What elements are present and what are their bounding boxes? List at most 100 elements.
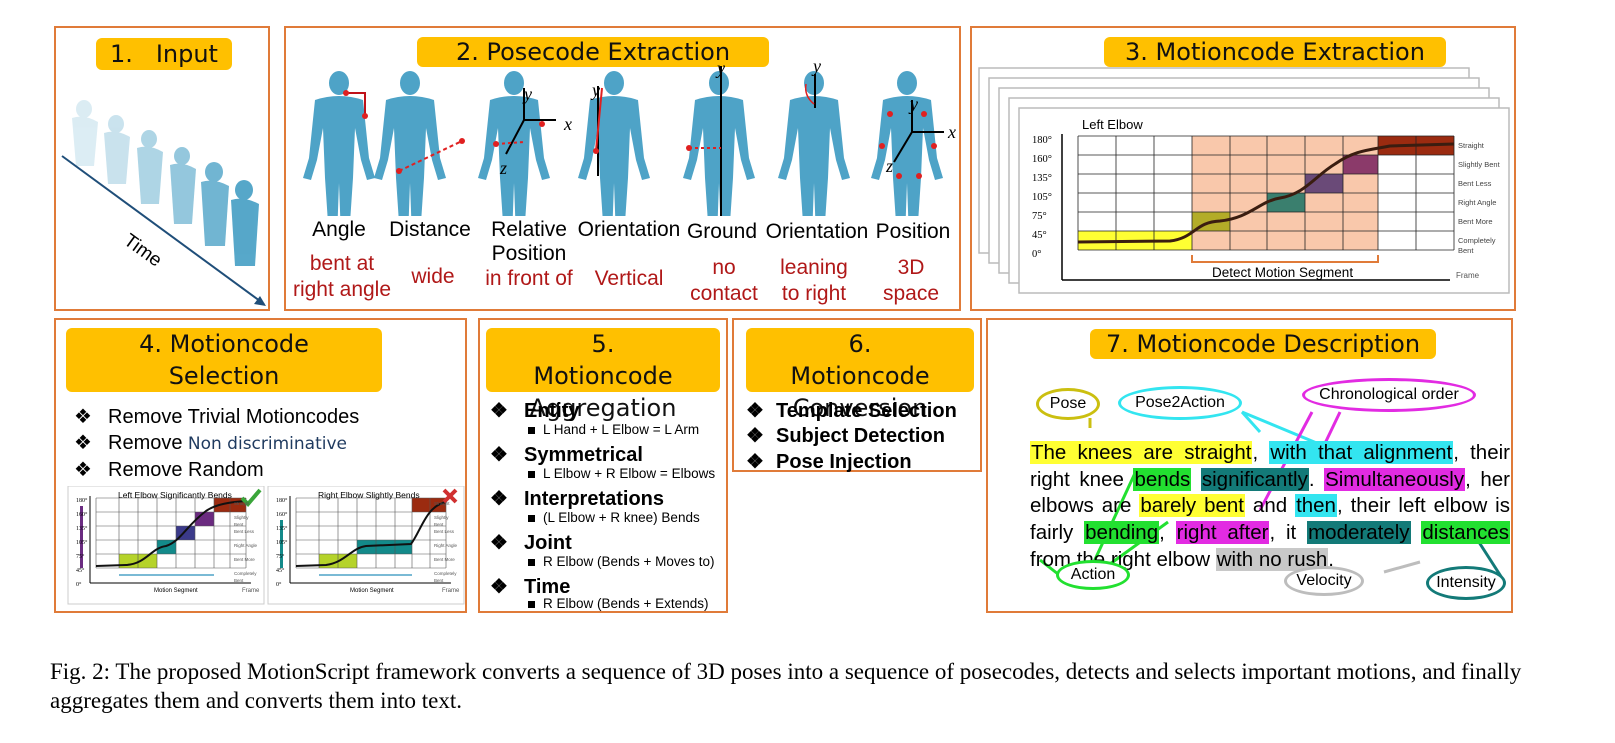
posecode-value-angle: bent at right angle <box>290 251 394 304</box>
aggregation-joint: ❖Joint <box>490 530 572 555</box>
pose-figures <box>284 26 961 216</box>
highlighted-phrase: right after <box>1176 521 1270 544</box>
mini-segment-label: Motion Segment <box>350 588 394 594</box>
highlighted-phrase: bending <box>1084 521 1159 544</box>
conversion-item: ❖Subject Detection <box>746 423 945 448</box>
aggregation-time-detail: R Elbow (Bends + Extends) <box>528 596 708 611</box>
body-ground-icon <box>683 71 755 216</box>
axis-z-label: z <box>886 156 893 177</box>
state-label: Straight <box>1458 141 1508 160</box>
mini-right-title: Right Elbow Slightly Bends <box>318 490 420 500</box>
x-axis-label: Frame <box>1456 271 1479 280</box>
posecode-value-leaning: leaning to right <box>774 255 854 308</box>
aggregation-entity: ❖Entity <box>490 398 580 423</box>
description-text: and <box>1245 494 1295 517</box>
y-tick: 0° <box>1032 245 1052 264</box>
aggregation-symmetrical: ❖Symmetrical <box>490 442 643 467</box>
selection-mini-charts <box>66 486 479 616</box>
axis-y-label: y <box>524 84 532 105</box>
highlighted-phrase: then <box>1295 494 1337 517</box>
pose-frame-5 <box>201 162 229 246</box>
y-tick: 105° <box>1032 188 1052 207</box>
description-text <box>1191 468 1201 491</box>
state-label: Right Angle <box>1458 198 1508 217</box>
panel-title: 6. Motioncode Conversion <box>746 328 974 392</box>
pose-frame-4 <box>170 147 196 224</box>
mini-right-state-labels: Straight Slightly Bent Bent Less Right A… <box>434 500 458 584</box>
oval-chronological-order: Chronological order <box>1302 378 1476 412</box>
axis-z-label: z <box>500 158 507 179</box>
panel-title: 5. Motioncode Aggregation <box>486 328 720 392</box>
posecode-value-distance: wide <box>398 264 468 290</box>
panel-motioncode-aggregation: 5. Motioncode Aggregation ❖Entity L Hand… <box>478 318 728 613</box>
posecode-label-orientation: Orientation <box>762 220 872 244</box>
axis-x-label: x <box>564 114 572 135</box>
body-orientation-icon <box>578 71 650 216</box>
state-label: Slightly Bent <box>1458 160 1508 179</box>
posecode-label-angle: Angle <box>304 218 374 242</box>
description-text <box>1411 521 1422 544</box>
pose-frame-3 <box>137 130 163 204</box>
y-tick-labels: 180° 160° 135° 105° 75° 45° 0° <box>1032 131 1052 264</box>
posecode-label-ground: Ground <box>682 220 762 244</box>
highlighted-phrase: moderately <box>1307 521 1410 544</box>
description-paragraph: The knees are straight, with that alignm… <box>1030 440 1510 574</box>
aggregation-entity-detail: L Hand + L Elbow = L Arm <box>528 422 699 437</box>
description-text: , <box>1159 521 1176 544</box>
panel-motioncode-selection: 4. Motioncode Selection ❖Remove Trivial … <box>54 318 467 613</box>
highlighted-phrase: distances <box>1421 521 1510 544</box>
mini-left-state-labels: Straight Slightly Bent Bent Less Right A… <box>234 500 258 584</box>
panel-motioncode-conversion: 6. Motioncode Conversion ❖Template Selec… <box>732 318 982 472</box>
figure-caption: Fig. 2: The proposed MotionScript framew… <box>50 657 1570 715</box>
panel-title: 4. Motioncode Selection <box>66 328 382 392</box>
y-tick: 45° <box>1032 226 1052 245</box>
aggregation-interpretations-detail: (L Elbow + R knee) Bends <box>528 510 700 525</box>
y-tick: 135° <box>1032 169 1052 188</box>
y-tick: 160° <box>1032 150 1052 169</box>
mini-frame-label: Frame <box>242 588 259 594</box>
conversion-item: ❖Template Selection <box>746 398 957 423</box>
axis-y-label: y <box>813 56 821 77</box>
posecode-value-relative-position: in front of <box>474 266 584 292</box>
highlighted-phrase: The knees are straight <box>1030 441 1252 464</box>
posecode-value-ground: no contact <box>686 255 762 308</box>
oval-velocity: Velocity <box>1284 566 1364 596</box>
y-tick: 180° <box>1032 131 1052 150</box>
description-text: , <box>1252 441 1269 464</box>
chart-title: Left Elbow <box>1082 117 1143 132</box>
body-distance-icon <box>374 71 446 216</box>
pose-frame-6 <box>231 180 259 266</box>
oval-pose: Pose <box>1036 388 1100 420</box>
posecode-label-orientation: Orientation <box>570 218 688 242</box>
panel-motioncode-extraction: 3. Motioncode Extraction <box>970 26 1516 311</box>
time-sequence-illustration <box>54 26 270 311</box>
oval-intensity: Intensity <box>1426 566 1506 600</box>
aggregation-symmetrical-detail: L Elbow + R Elbow = Elbows <box>528 466 715 481</box>
posecode-label-position: Position <box>871 220 955 244</box>
highlighted-phrase: Simultaneously <box>1324 468 1465 491</box>
mini-right-y-ticks: 180° 160° 135° 105° 75° 45° 0° <box>276 494 287 592</box>
aggregation-joint-detail: R Elbow (Bends + Moves to) <box>528 554 714 569</box>
posecode-label-distance: Distance <box>382 218 478 242</box>
body-relative-position-icon <box>478 71 550 216</box>
highlighted-phrase: barely bent <box>1139 494 1245 517</box>
mini-segment-label: Motion Segment <box>154 588 198 594</box>
conversion-item: ❖Pose Injection <box>746 449 912 474</box>
axis-y-label: y <box>910 94 918 115</box>
state-label: Bent More <box>1458 217 1508 236</box>
pose-frame-1 <box>72 100 98 166</box>
highlighted-phrase: with that alignment <box>1269 441 1453 464</box>
aggregation-interpretations: ❖Interpretations <box>490 486 664 511</box>
right-state-labels: Straight Slightly Bent Bent Less Right A… <box>1458 141 1508 255</box>
mini-left-title: Left Elbow Significantly Bends <box>118 490 232 500</box>
posecode-value-position: 3D space <box>876 255 946 308</box>
selection-item: ❖Remove Trivial Motioncodes <box>74 404 359 429</box>
description-text: . <box>1309 468 1324 491</box>
y-tick: 75° <box>1032 207 1052 226</box>
axis-y-label: y <box>717 58 725 79</box>
mini-left-y-ticks: 180° 160° 135° 105° 75° 45° 0° <box>76 494 87 592</box>
description-text: , it <box>1269 521 1307 544</box>
state-label: Bent Less <box>1458 179 1508 198</box>
segment-label: Detect Motion Segment <box>1212 265 1353 280</box>
highlighted-phrase: significantly <box>1201 468 1309 491</box>
